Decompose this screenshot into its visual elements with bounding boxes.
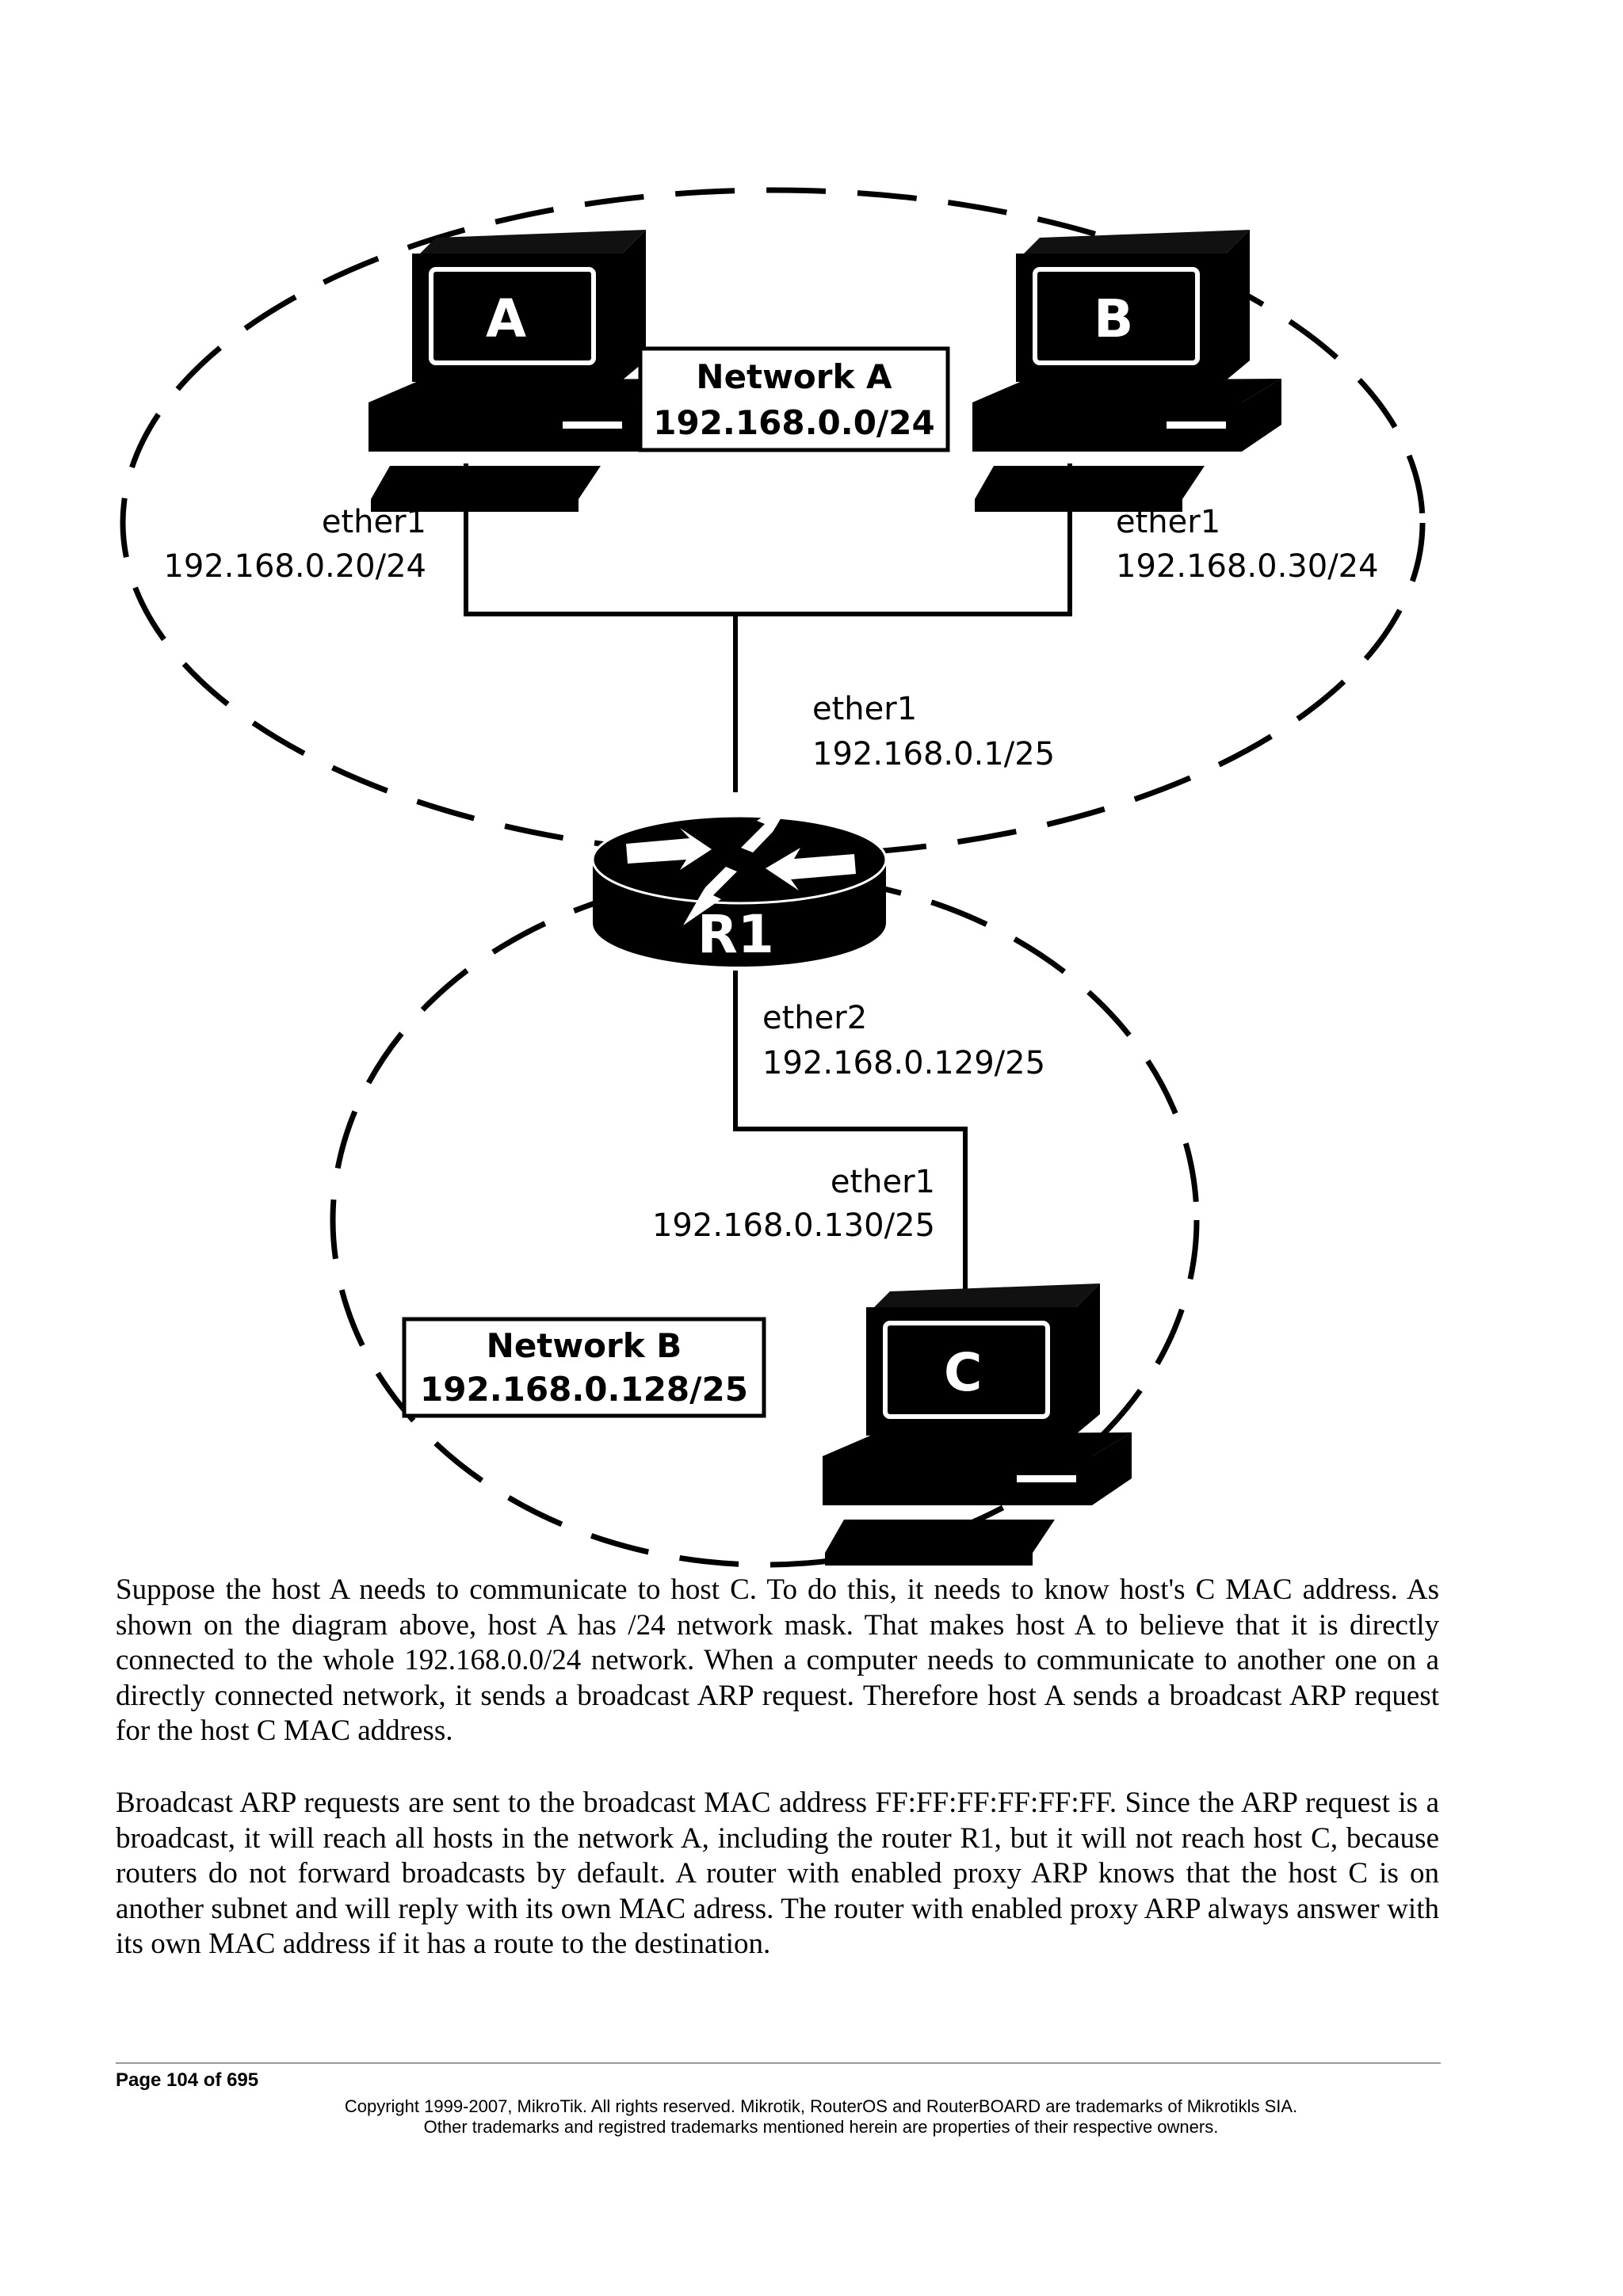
network-a-subnet: 192.168.0.0/24: [653, 403, 934, 442]
host-c-iface: ether1: [831, 1164, 935, 1200]
router-r1: R1: [591, 794, 888, 967]
host-c-ip: 192.168.0.130/25: [652, 1207, 935, 1244]
router-ether2-iface: ether2: [762, 1000, 867, 1036]
host-a: A: [369, 230, 678, 512]
copyright-line-1: Copyright 1999-2007, MikroTik. All right…: [344, 2096, 1298, 2116]
footer-divider: [116, 2062, 1441, 2064]
network-b-subnet: 192.168.0.128/25: [420, 1370, 748, 1409]
host-b: B: [972, 230, 1281, 512]
network-a-title: Network A: [696, 357, 892, 396]
router-ether2-ip: 192.168.0.129/25: [762, 1045, 1045, 1081]
body-paragraph-1: Suppose the host A needs to communicate …: [116, 1573, 1439, 1747]
host-c: C: [823, 1283, 1132, 1566]
network-a-label: Network A 192.168.0.0/24: [638, 346, 950, 452]
router-ether1-ip: 192.168.0.1/25: [812, 736, 1055, 772]
host-a-letter: A: [486, 288, 526, 349]
host-b-letter: B: [1094, 288, 1133, 349]
body-paragraph-2: Broadcast ARP requests are sent to the b…: [116, 1787, 1439, 1960]
router-ether1-iface: ether1: [812, 691, 917, 727]
host-b-iface: ether1: [1116, 504, 1220, 540]
router-arrows-icon: [626, 794, 856, 925]
network-b-label: Network B 192.168.0.128/25: [402, 1317, 766, 1418]
network-b-title: Network B: [487, 1326, 682, 1365]
host-c-letter: C: [944, 1342, 982, 1403]
network-a-boundary: [120, 187, 1426, 859]
page-number: Page 104 of 695: [116, 2069, 259, 2091]
network-diagram: A B C R1 Network A 192.168.0.0/24 Networ…: [120, 187, 1426, 1569]
router-label: R1: [697, 904, 774, 965]
host-a-ip: 192.168.0.20/24: [163, 548, 426, 585]
copyright-line-2: Other trademarks and registred trademark…: [423, 2117, 1219, 2137]
host-b-ip: 192.168.0.30/24: [1116, 548, 1379, 585]
host-a-iface: ether1: [322, 504, 426, 540]
network-cables: [464, 463, 1072, 1299]
